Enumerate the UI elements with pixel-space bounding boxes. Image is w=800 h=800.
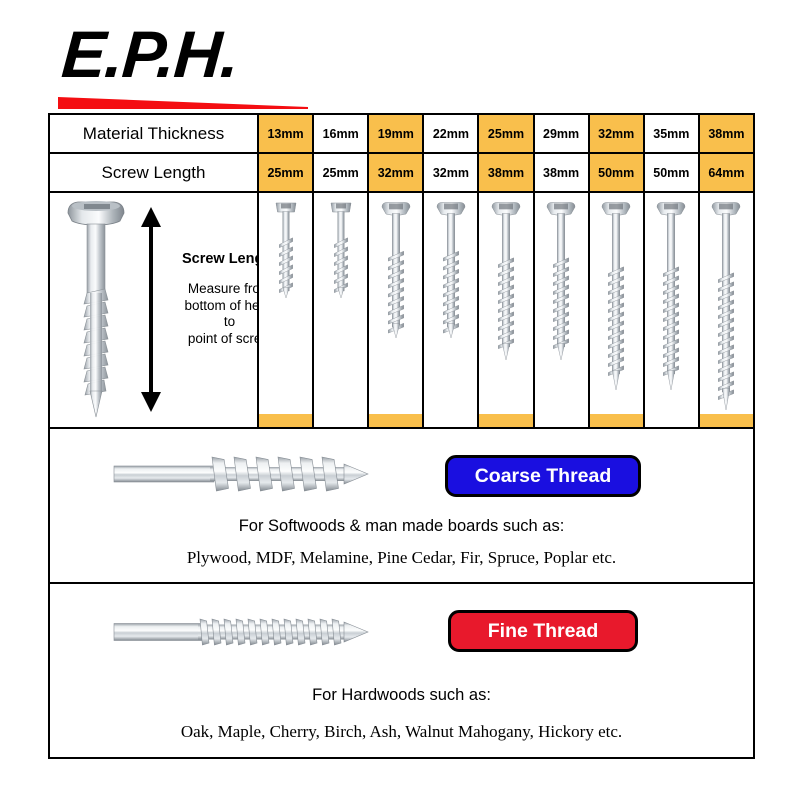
cell-material-thickness-7: 32mm — [587, 113, 645, 154]
measure-body-line-3: to — [223, 314, 236, 329]
cell-material-thickness-8: 35mm — [642, 113, 700, 154]
measure-title: Screw Length — [181, 251, 278, 267]
row-header-screw-length: Screw Length — [48, 152, 259, 193]
screw-image-cell-5 — [477, 191, 535, 429]
cell-screw-length-9: 64mm — [697, 152, 756, 193]
fine-thread-screw-slot — [112, 609, 372, 660]
fine-thread-panel: Fine Thread For Hardwoods such as: Oak, … — [48, 584, 755, 759]
screw-size-table: Material Thickness 13mm 16mm 19mm 22mm 2… — [48, 113, 756, 429]
coarse-thread-materials: Plywood, MDF, Melamine, Pine Cedar, Fir,… — [186, 548, 617, 567]
screw-icon — [546, 202, 576, 361]
measure-body-line-1: Measure from — [187, 281, 272, 296]
table-row-screw-images: Screw Length Measure from bottom of head… — [48, 191, 756, 429]
fine-thread-description: For Hardwoods such as: — [312, 686, 491, 704]
cell-material-thickness-1: 13mm — [256, 113, 315, 154]
screw-length-measure-arrow-icon — [141, 207, 161, 412]
screw-icon — [275, 202, 296, 299]
screw-image-cell-6 — [532, 191, 590, 429]
cell-material-thickness-2: 16mm — [312, 113, 370, 154]
cell-screw-length-5: 38mm — [477, 152, 535, 193]
column-footer-highlight-7 — [589, 414, 643, 427]
coarse-thread-screw-icon — [113, 456, 369, 492]
screw-image-cell-9 — [697, 191, 756, 429]
cell-screw-length-3: 32mm — [367, 152, 425, 193]
cell-material-thickness-4: 22mm — [422, 113, 480, 154]
column-footer-highlight-9 — [699, 414, 753, 427]
column-footer-highlight-3 — [369, 414, 423, 427]
cell-material-thickness-3: 19mm — [367, 113, 425, 154]
table-row: Material Thickness 13mm 16mm 19mm 22mm 2… — [48, 113, 756, 154]
cell-screw-length-8: 50mm — [642, 152, 700, 193]
measure-body-line-4: point of screw — [187, 330, 272, 346]
brand-logo: E.P.H. — [48, 12, 468, 112]
screw-image-cell-3 — [367, 191, 425, 429]
cell-material-thickness-5: 25mm — [477, 113, 535, 154]
screw-image-cell-8 — [642, 191, 700, 429]
screw-image-cell-2 — [312, 191, 370, 429]
brand-logo-swoosh-icon — [58, 97, 308, 109]
column-footer-highlight-1 — [259, 414, 313, 427]
fine-thread-badge: Fine Thread — [448, 610, 638, 652]
screw-image-cell-1 — [256, 191, 315, 429]
screw-image-cell-4 — [422, 191, 480, 429]
brand-logo-text: E.P.H. — [59, 17, 241, 91]
coarse-thread-description: For Softwoods & man made boards such as: — [238, 517, 565, 535]
table-row: Screw Length 25mm 25mm 32mm 32mm 38mm 38… — [48, 152, 756, 193]
cell-material-thickness-9: 38mm — [697, 113, 756, 154]
row-header-material-thickness: Material Thickness — [48, 113, 259, 154]
column-footer-highlight-5 — [479, 414, 533, 427]
spec-sheet: Material Thickness 13mm 16mm 19mm 22mm 2… — [48, 113, 756, 770]
cell-screw-length-2: 25mm — [312, 152, 370, 193]
screw-length-measure-text: Screw Length Measure from bottom of head… — [172, 251, 287, 347]
cell-screw-length-4: 32mm — [422, 152, 480, 193]
fine-thread-materials: Oak, Maple, Cherry, Birch, Ash, Walnut M… — [180, 722, 623, 741]
screw-icon — [491, 202, 521, 361]
screw-icon — [330, 202, 351, 299]
cell-screw-length-7: 50mm — [587, 152, 645, 193]
measure-body-line-2: bottom of head — [184, 297, 275, 313]
large-screw-icon — [67, 201, 125, 418]
screw-icon — [657, 202, 686, 391]
measure-body: Measure from bottom of head to point of … — [172, 281, 287, 347]
coarse-thread-badge: Coarse Thread — [445, 455, 641, 497]
cell-screw-length-6: 38mm — [532, 152, 590, 193]
screw-length-diagram-cell: Screw Length Measure from bottom of head… — [48, 191, 277, 429]
screw-icon — [712, 202, 741, 411]
screw-icon — [381, 202, 411, 339]
screw-icon — [436, 202, 466, 339]
cell-screw-length-1: 25mm — [256, 152, 315, 193]
coarse-thread-screw-slot — [112, 451, 372, 502]
screw-image-cell-7 — [587, 191, 645, 429]
table-body: Material Thickness 13mm 16mm 19mm 22mm 2… — [48, 113, 756, 429]
coarse-thread-panel: Coarse Thread For Softwoods & man made b… — [48, 429, 755, 584]
screw-icon — [601, 202, 631, 391]
fine-thread-screw-icon — [113, 618, 369, 646]
cell-material-thickness-6: 29mm — [532, 113, 590, 154]
